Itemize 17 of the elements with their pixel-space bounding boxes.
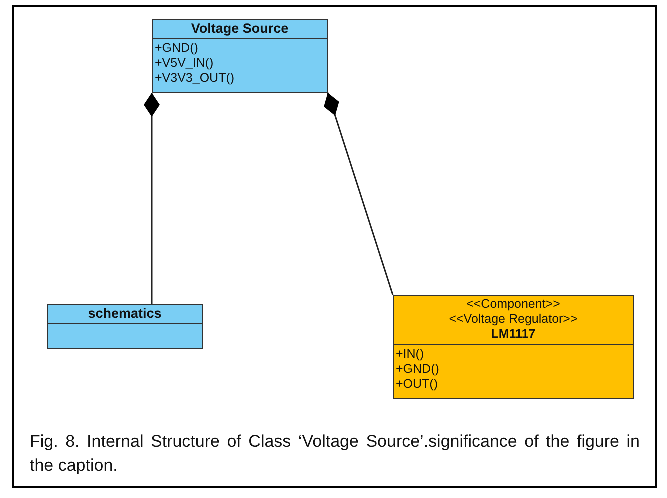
- composition-line: [144, 93, 160, 304]
- operation-text: +GND(): [396, 362, 440, 377]
- stereotype-label: <<Voltage Regulator>>: [448, 312, 579, 327]
- operation-text: +GND(): [155, 41, 200, 56]
- class-name: schematics: [87, 306, 163, 321]
- operation-text: +IN(): [396, 347, 426, 362]
- operation-text: +V3V3_OUT(): [155, 71, 236, 86]
- operation-text: +V5V_IN(): [155, 56, 215, 71]
- class-box: [393, 295, 634, 399]
- figure-caption: Fig. 8. Internal Structure of Class ‘Voltage Source’.significance of the figure in the caption.: [30, 431, 640, 477]
- composition-line: [324, 92, 394, 296]
- class-box: [47, 304, 203, 349]
- class-name: Voltage Source: [190, 21, 290, 36]
- class-box: [152, 19, 328, 93]
- operation-text: +OUT(): [396, 377, 440, 392]
- stereotype-label: <<Component>>: [466, 297, 562, 312]
- class-name: LM1117: [490, 327, 537, 342]
